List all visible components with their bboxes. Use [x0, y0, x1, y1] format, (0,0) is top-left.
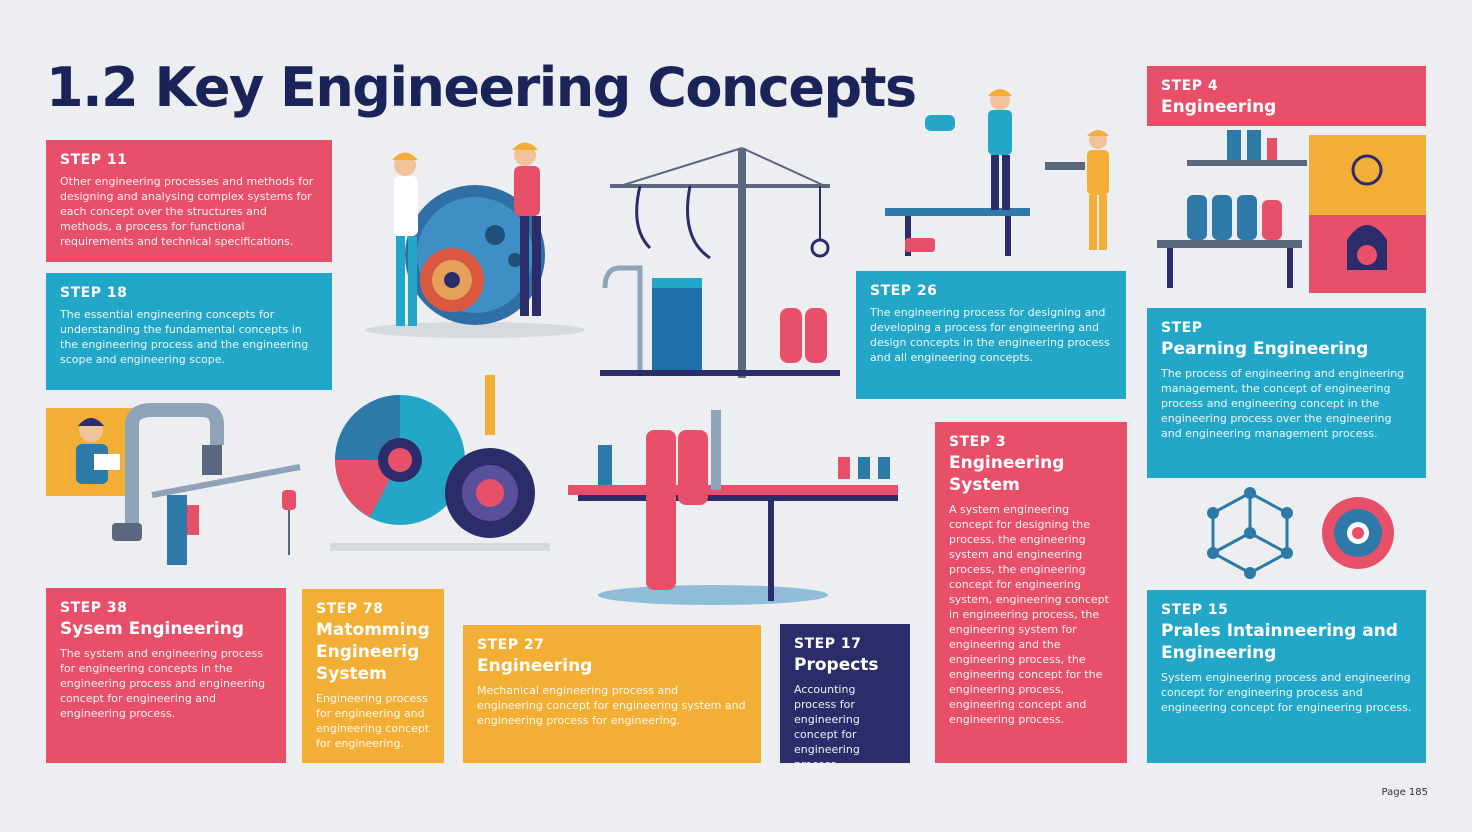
card-step-label: STEP 11 [60, 152, 128, 168]
production-line-illustration [568, 410, 898, 605]
molecule-icon [1207, 487, 1293, 579]
card-body: Engineering process for engineering and … [316, 692, 430, 750]
card-step-label: STEP 4 [1161, 78, 1219, 94]
card-body: The process of engineering and engineeri… [1161, 367, 1405, 440]
card-step-pearning: STEP Pearning Engineering The process of… [1147, 308, 1426, 478]
factory-line-illustration [1157, 130, 1426, 293]
card-step-label: STEP 26 [870, 283, 938, 299]
card-heading: Propects [794, 655, 879, 675]
gear-icon [1322, 497, 1394, 569]
card-heading: Matomming Engineerig System [316, 620, 430, 684]
workbench-illustration [885, 89, 1109, 256]
card-step-label: STEP [1161, 320, 1203, 336]
card-heading: Engineering [477, 656, 593, 676]
card-body: System engineering process and engineeri… [1161, 671, 1412, 714]
card-step-18: STEP 18 The essential engineering concep… [46, 273, 332, 390]
card-heading: Sysem Engineering [60, 619, 244, 639]
card-step-3: STEP 3 Engineering System A system engin… [935, 422, 1127, 763]
card-body: The essential engineering concepts for u… [60, 308, 309, 366]
page-title: 1.2 Key Engineering Concepts [46, 56, 917, 119]
card-step-11: STEP 11 Other engineering processes and … [46, 140, 332, 262]
worker-portrait-illustration [46, 408, 138, 496]
card-heading: Pearning Engineering [1161, 339, 1369, 359]
turbine-wheel-illustration [330, 375, 550, 551]
page-number: Page 185 [1381, 787, 1428, 798]
card-step-label: STEP 17 [794, 636, 862, 652]
card-heading: Prales Intainneering and Engineering [1161, 621, 1398, 663]
card-step-38: STEP 38 Sysem Engineering The system and… [46, 588, 286, 763]
card-body: A system engineering concept for designi… [949, 503, 1109, 726]
card-step-26: STEP 26 The engineering process for desi… [856, 271, 1126, 399]
card-body: The engineering process for designing an… [870, 306, 1110, 364]
card-step-label: STEP 27 [477, 637, 545, 653]
card-step-15: STEP 15 Prales Intainneering and Enginee… [1147, 590, 1426, 763]
pipe-pump-illustration [112, 403, 301, 565]
card-step-label: STEP 3 [949, 434, 1007, 450]
card-step-4: STEP 4 Engineering [1147, 66, 1426, 126]
crane-machine-illustration [600, 147, 840, 378]
card-step-label: STEP 78 [316, 601, 384, 617]
card-step-27: STEP 27 Engineering Mechanical engineeri… [463, 625, 761, 763]
card-step-label: STEP 18 [60, 285, 128, 301]
card-heading: Engineering [1161, 97, 1277, 117]
card-body: Accounting process for engineering conce… [794, 683, 860, 763]
card-body: Mechanical engineering process and engin… [477, 684, 746, 727]
card-step-17: STEP 17 Propects Accounting process for … [780, 624, 910, 763]
card-step-78: STEP 78 Matomming Engineerig System Engi… [302, 589, 444, 763]
card-step-label: STEP 38 [60, 600, 128, 616]
card-heading: Engineering System [949, 453, 1065, 495]
card-body: The system and engineering process for e… [60, 647, 266, 720]
card-step-label: STEP 15 [1161, 602, 1229, 618]
card-body: Other engineering processes and methods … [60, 175, 314, 248]
workers-gear-illustration [365, 142, 585, 338]
